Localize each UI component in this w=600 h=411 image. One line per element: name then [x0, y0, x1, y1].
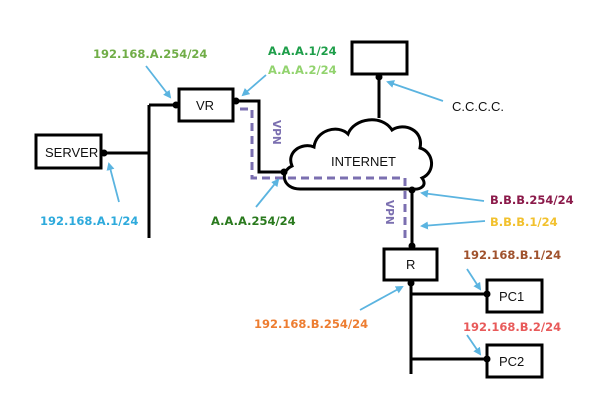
r-wan-ip-label: B.B.B.1/24 — [490, 215, 558, 229]
gateway-a-dot — [280, 168, 288, 176]
server-label: SERVER — [45, 145, 98, 160]
pc2-node[interactable]: PC2 — [485, 343, 544, 379]
pc1-node[interactable]: PC1 — [485, 278, 544, 314]
vpn-tunnel — [240, 107, 407, 243]
top-host-arrow — [386, 80, 444, 102]
server-node[interactable]: SERVER — [34, 133, 103, 170]
pc1-ip-label: 192.168.B.1/24 — [463, 248, 561, 262]
vr-lan-arrow — [145, 65, 172, 99]
r-wan-interface-dot — [408, 242, 416, 250]
pc1-label: PC1 — [499, 289, 524, 304]
r-lan-ip-label: 192.168.B.254/24 — [254, 317, 368, 331]
internet-cloud — [282, 118, 433, 191]
vr-wan2-ip-label: A.A.A.2/24 — [268, 63, 337, 77]
vr-wan-link — [236, 99, 284, 174]
top-host-interface-dot — [375, 73, 383, 81]
r-lan-arrow — [359, 286, 404, 311]
server-ip-label: 192.168.A.1/24 — [40, 214, 138, 228]
vr-label: VR — [196, 98, 214, 113]
r-lan-interface-dot — [407, 279, 415, 287]
vpn-label-left: VPN — [270, 120, 282, 145]
pc2-label: PC2 — [499, 354, 524, 369]
gateway-a-ip-label: A.A.A.254/24 — [211, 214, 296, 228]
r-wan-arrow — [420, 220, 486, 230]
vr-wan-interface-dot — [232, 97, 240, 105]
server-interface-dot — [100, 149, 108, 157]
top-host-node[interactable] — [350, 40, 409, 76]
vr-lan-ip-label: 192.168.A.254/24 — [93, 47, 207, 61]
internet-label: INTERNET — [331, 154, 396, 169]
pc2-arrow — [466, 334, 482, 356]
r-wan-gw-ip-label: B.B.B.254/24 — [490, 193, 574, 207]
server-ip-arrow — [106, 162, 120, 203]
vr-lan-interface-dot — [172, 101, 180, 109]
gateway-b-dot — [408, 186, 416, 194]
r-node[interactable]: R — [382, 247, 439, 282]
vr-node[interactable]: VR — [177, 87, 235, 123]
pc2-ip-label: 192.168.B.2/24 — [463, 320, 561, 334]
vr-wan-arrow — [241, 74, 267, 97]
top-host-ip-label: C.C.C.C. — [452, 99, 504, 114]
vpn-label-right: VPN — [383, 200, 395, 225]
r-wan-gw-arrow — [420, 189, 485, 202]
r-label: R — [406, 257, 415, 272]
gateway-a-arrow — [255, 178, 280, 208]
vr-wan1-ip-label: A.A.A.1/24 — [268, 44, 337, 58]
pc2-interface-dot — [483, 355, 491, 363]
pc1-interface-dot — [483, 290, 491, 298]
pc1-arrow — [466, 268, 482, 291]
